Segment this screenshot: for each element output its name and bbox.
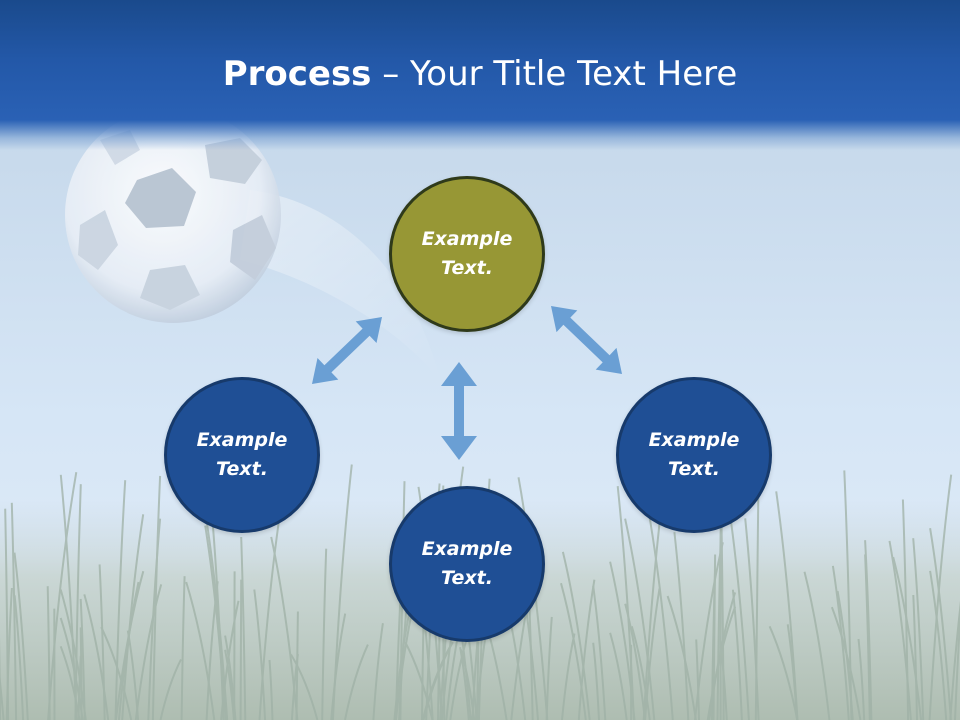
node-label: Example Text. [196, 429, 288, 480]
process-node-left: Example Text. [164, 377, 320, 533]
node-label: Example Text. [421, 538, 513, 589]
node-label: Example Text. [648, 429, 740, 480]
title-bar [0, 0, 960, 150]
node-label: Example Text. [421, 228, 513, 279]
soccer-ball-icon [65, 107, 281, 323]
ball-trail [240, 190, 440, 380]
title-rest: – Your Title Text Here [371, 54, 738, 94]
arrow-top-left [312, 317, 382, 384]
page-title: Process – Your Title Text Here [0, 52, 960, 96]
process-node-right: Example Text. [616, 377, 772, 533]
arrow-top-right [551, 306, 622, 374]
arrow-center-vertical [441, 362, 477, 460]
process-node-top: Example Text. [389, 176, 545, 332]
process-node-bottom: Example Text. [389, 486, 545, 642]
title-bold: Process [222, 54, 372, 94]
